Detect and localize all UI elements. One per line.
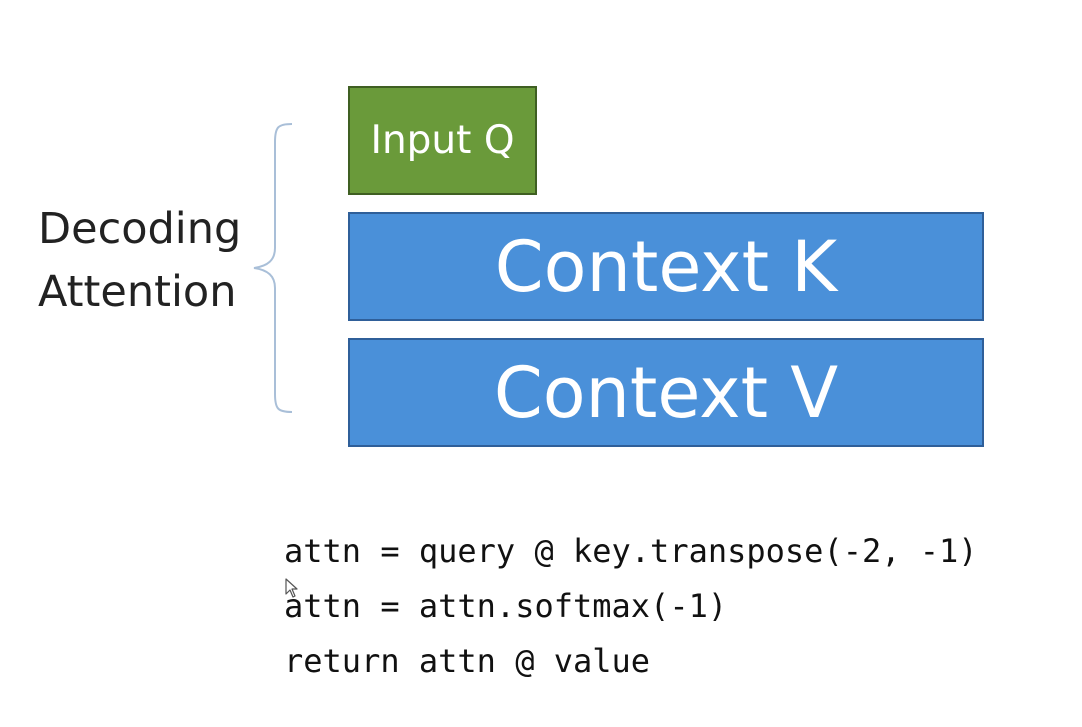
code-line-3: return attn @ value xyxy=(284,642,651,680)
code-block: attn = query @ key.transpose(-2, -1) att… xyxy=(284,524,978,689)
label-line-decoding: Decoding xyxy=(38,204,242,254)
curly-brace-icon xyxy=(253,123,293,413)
mouse-pointer-icon xyxy=(285,578,298,598)
context-v-label: Context V xyxy=(493,351,839,434)
context-k-label: Context K xyxy=(494,225,838,308)
code-line-2: attn = attn.softmax(-1) xyxy=(284,587,728,625)
context-v-box: Context V xyxy=(348,338,984,447)
context-k-box: Context K xyxy=(348,212,984,321)
input-q-box: Input Q xyxy=(348,86,537,195)
decoding-attention-label: Decoding Attention xyxy=(38,198,241,324)
label-line-attention: Attention xyxy=(38,267,237,317)
input-q-label: Input Q xyxy=(370,118,515,163)
code-line-1: attn = query @ key.transpose(-2, -1) xyxy=(284,532,978,570)
